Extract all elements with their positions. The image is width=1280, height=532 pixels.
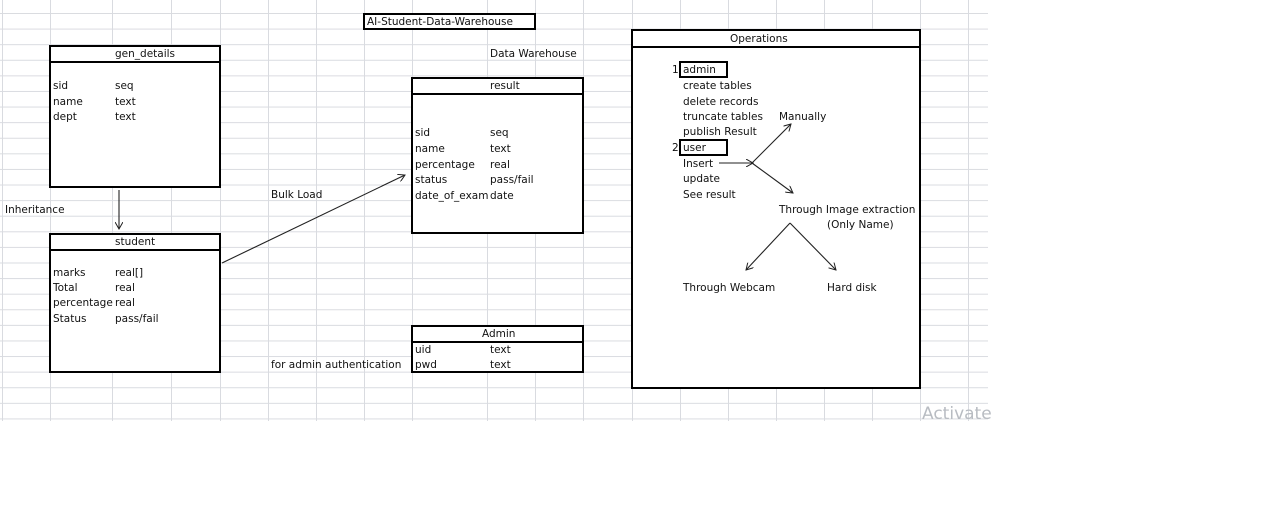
webcam-label: Through Webcam xyxy=(683,282,776,294)
field-type: text xyxy=(115,96,136,108)
field-name: Status xyxy=(53,313,87,325)
manually-label: Manually xyxy=(779,111,827,123)
user-role-label: user xyxy=(683,142,706,154)
table-title: student xyxy=(115,236,156,248)
admin-op-item: create tables xyxy=(683,80,752,92)
user-role-box xyxy=(679,139,728,156)
field-name: name xyxy=(53,96,83,108)
table-title: gen_details xyxy=(115,48,176,60)
admin-op-item: truncate tables xyxy=(683,111,763,123)
field-type: text xyxy=(490,143,511,155)
field-name: uid xyxy=(415,344,432,356)
image-extraction-label: Through Image extraction xyxy=(779,204,916,216)
table-admin: Admin uid text pwd text xyxy=(411,325,584,373)
field-name: date_of_exam xyxy=(415,190,489,202)
admin-role-box xyxy=(679,61,728,78)
admin-number: 1 xyxy=(672,64,679,76)
field-name: status xyxy=(415,174,448,186)
field-name: percentage xyxy=(415,159,475,171)
field-type: real xyxy=(490,159,510,171)
table-gen-details: gen_details sid seq name text dept text xyxy=(49,45,221,188)
field-type: real xyxy=(115,282,135,294)
field-type: real[] xyxy=(115,267,144,279)
field-name: pwd xyxy=(415,359,437,371)
operations-title: Operations xyxy=(730,33,788,45)
field-type: text xyxy=(490,344,511,356)
field-name: Total xyxy=(53,282,78,294)
field-type: seq xyxy=(490,127,509,139)
activate-windows-watermark: Activate xyxy=(922,404,992,424)
field-type: seq xyxy=(115,80,134,92)
field-name: name xyxy=(415,143,445,155)
field-name: dept xyxy=(53,111,77,123)
hard-disk-label: Hard disk xyxy=(827,282,877,294)
user-op-item: See result xyxy=(683,189,736,201)
admin-auth-label: for admin authentication xyxy=(271,359,402,371)
admin-op-item: publish Result xyxy=(683,126,757,138)
field-type: text xyxy=(490,359,511,371)
table-result: result sid seq name text percentage real… xyxy=(411,77,584,234)
user-op-item: Insert xyxy=(683,158,714,170)
diagram-title-box: AI-Student-Data-Warehouse xyxy=(363,13,536,30)
bulk-load-label: Bulk Load xyxy=(271,189,323,201)
field-type: date xyxy=(490,190,514,202)
table-student: student marks real[] Total real percenta… xyxy=(49,233,221,373)
table-title: result xyxy=(490,80,520,92)
diagram-title: AI-Student-Data-Warehouse xyxy=(367,16,513,28)
field-name: sid xyxy=(415,127,431,139)
field-name: sid xyxy=(53,80,69,92)
field-type: real xyxy=(115,297,135,309)
user-number: 2 xyxy=(672,142,679,154)
field-name: percentage xyxy=(53,297,113,309)
data-warehouse-label: Data Warehouse xyxy=(490,48,577,60)
operations-box: Operations xyxy=(631,29,921,389)
field-type: text xyxy=(115,111,136,123)
user-op-item: update xyxy=(683,173,720,185)
field-name: marks xyxy=(53,267,86,279)
inheritance-label: Inheritance xyxy=(5,204,65,216)
admin-op-item: delete records xyxy=(683,96,759,108)
only-name-label: (Only Name) xyxy=(827,219,894,231)
field-type: pass/fail xyxy=(490,174,534,186)
admin-role-label: admin xyxy=(683,64,716,76)
field-type: pass/fail xyxy=(115,313,159,325)
table-title: Admin xyxy=(482,328,516,340)
